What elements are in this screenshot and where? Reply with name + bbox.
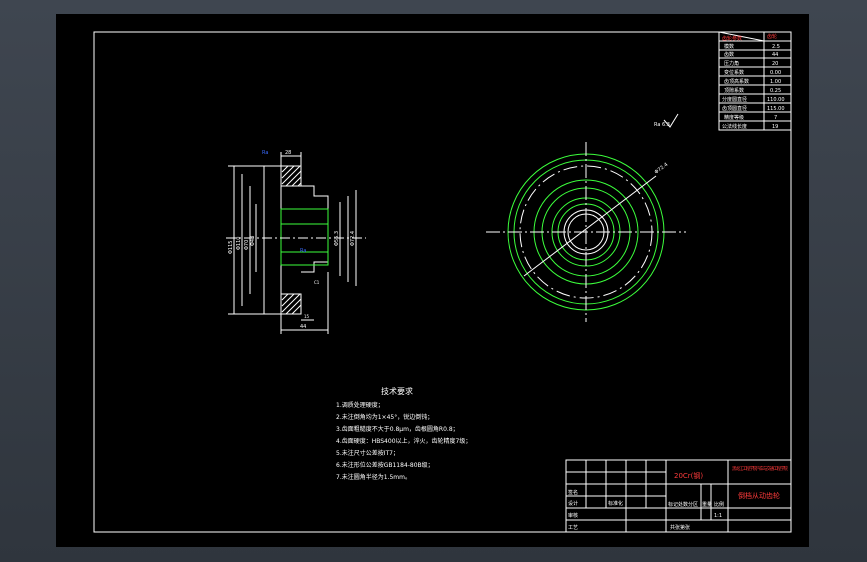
param-value: 1.00 bbox=[770, 79, 781, 85]
param-value: 19 bbox=[772, 124, 778, 130]
param-value: 7 bbox=[774, 115, 777, 121]
param-value: 115.00 bbox=[767, 106, 785, 112]
params-header-right: 齿轮 bbox=[767, 33, 777, 40]
standardization-label: 标准化 bbox=[608, 500, 623, 507]
dim-circle-left: Φ72.4 bbox=[350, 231, 356, 246]
gear-params-table: 齿轮参数 齿轮 模数 2.5 齿数 44 压力角 20 变位系数 0.00 齿顶… bbox=[718, 31, 792, 131]
drawing-canvas: 齿轮参数 齿轮 模数 2.5 齿数 44 压力角 20 变位系数 0.00 齿顶… bbox=[93, 31, 792, 533]
param-label: 齿数 bbox=[724, 51, 734, 58]
dim-keyway: Φ55.3 bbox=[334, 231, 340, 246]
dim-pitch: Φ110 bbox=[236, 237, 242, 250]
param-value: 44 bbox=[772, 52, 778, 58]
tech-line: 4.齿面硬度：HBS400以上，淬火，齿轮精度7级； bbox=[336, 437, 471, 445]
dim-hub-width: 15 bbox=[304, 314, 310, 319]
param-label: 分度圆直径 bbox=[722, 96, 747, 103]
tech-line: 6.未注形位公差按GB1184-80B级； bbox=[336, 461, 434, 469]
param-label: 变位系数 bbox=[724, 69, 744, 76]
process-label: 工艺 bbox=[568, 525, 578, 531]
tech-line: 7.未注圆角半径为1.5mm。 bbox=[336, 473, 411, 481]
param-value: 110.00 bbox=[767, 97, 785, 103]
scale-value: 1:1 bbox=[714, 513, 722, 519]
param-label: 模数 bbox=[724, 43, 734, 50]
gear-front-view: Φ72.4 bbox=[486, 142, 686, 322]
dim-bore: Φ48 bbox=[250, 236, 256, 246]
drawing-sheet[interactable]: 齿轮参数 齿轮 模数 2.5 齿数 44 压力角 20 变位系数 0.00 齿顶… bbox=[56, 14, 809, 547]
part-material: 20Cr(钢) bbox=[674, 471, 703, 480]
title-block: 20Cr(钢) 黑龙江工程学院汽车与交通工程学院 倒档从动齿轮 标记处数分区 重… bbox=[565, 459, 792, 533]
check-label: 审核 bbox=[568, 512, 578, 519]
params-header-left: 齿轮参数 bbox=[722, 35, 742, 42]
param-value: 2.5 bbox=[772, 44, 780, 50]
param-value: 0.25 bbox=[770, 88, 781, 94]
dim-outer: Φ115 bbox=[228, 241, 234, 254]
weight-label: 重量 bbox=[702, 501, 712, 508]
roughness-symbol: Ra 6.3 bbox=[654, 113, 679, 128]
gear-section-view: 28 44 15 Φ115 Φ110 Φ70 Φ48 Φ55.3 Φ72.4 R… bbox=[226, 150, 366, 334]
scale-label: 比例 bbox=[714, 501, 724, 508]
roughness-note: Ra 6.3 bbox=[654, 122, 670, 128]
tech-line: 1.调质处理硬度； bbox=[336, 401, 384, 409]
tech-line: 5.未注尺寸公差按IT7； bbox=[336, 449, 399, 457]
dim-chamfer: C1 bbox=[314, 280, 320, 285]
marks-label: 标记处数分区 bbox=[668, 501, 698, 508]
dim-width-top: 28 bbox=[285, 150, 291, 156]
technical-requirements: 技术要求 1.调质处理硬度； 2.未注倒角均为1×45°，锐边倒钝； 3.齿面粗… bbox=[336, 386, 471, 481]
tech-title: 技术要求 bbox=[381, 386, 413, 396]
signature-label: 签名 bbox=[568, 489, 578, 496]
param-label: 公法线长度 bbox=[722, 123, 747, 130]
drawing-frame bbox=[93, 31, 792, 533]
tech-line: 2.未注倒角均为1×45°，锐边倒钝； bbox=[336, 413, 433, 421]
param-label: 齿顶圆直径 bbox=[722, 105, 747, 112]
param-label: 顶隙系数 bbox=[724, 87, 744, 94]
drawing-name: 倒档从动齿轮 bbox=[738, 491, 780, 500]
sheet-label: 共张第张 bbox=[670, 524, 690, 531]
dim-circle-right: Φ72.4 bbox=[654, 162, 670, 176]
roughness-mark-a: Ra bbox=[262, 150, 268, 156]
tech-line: 3.齿面粗糙度不大于0.8μm，齿根圆角R0.8； bbox=[336, 425, 459, 433]
param-value: 0.00 bbox=[770, 70, 781, 76]
param-label: 压力角 bbox=[724, 60, 739, 67]
design-label: 设计 bbox=[568, 500, 578, 507]
param-label: 齿顶高系数 bbox=[724, 78, 749, 85]
param-label: 精度等级 bbox=[724, 114, 744, 121]
roughness-mark-b: Ra bbox=[300, 248, 306, 254]
dim-hub: Φ70 bbox=[244, 240, 250, 250]
school-name: 黑龙江工程学院汽车与交通工程学院 bbox=[732, 465, 789, 472]
dim-width-bottom: 44 bbox=[300, 324, 306, 330]
param-value: 20 bbox=[772, 61, 778, 67]
